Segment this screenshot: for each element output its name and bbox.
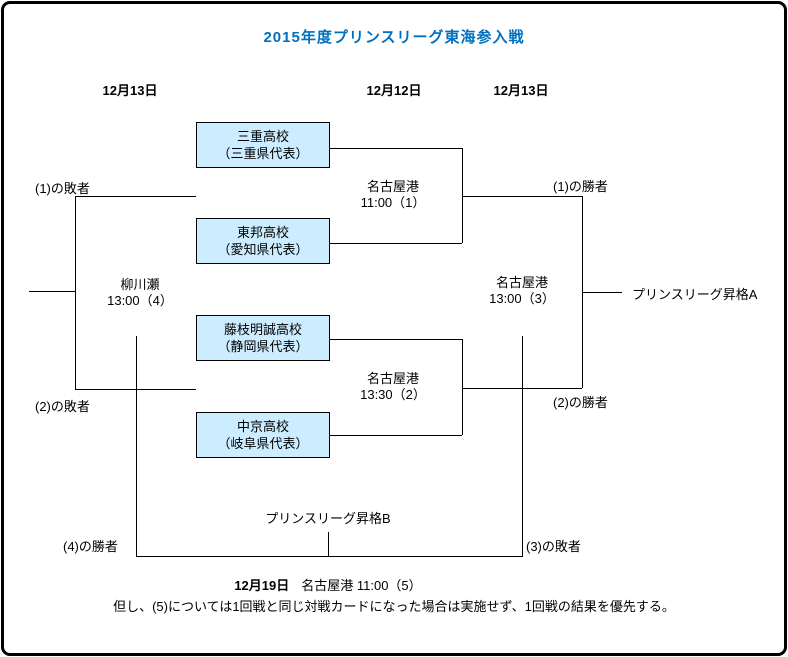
date-header-middle: 12月12日 xyxy=(366,83,422,98)
team-name: 藤枝明誠高校 xyxy=(223,322,302,337)
label-loser-of-2: (2)の敗者 xyxy=(35,399,90,414)
line-match1-winner xyxy=(462,196,582,197)
line-loser2-feed xyxy=(75,389,196,390)
match-4-info: 柳川瀬 13:00（4） xyxy=(80,277,200,309)
page-title: 2015年度プリンスリーグ東海参入戦 xyxy=(263,29,525,46)
line-match4-winner xyxy=(29,291,75,292)
label-winner-of-4: (4)の勝者 xyxy=(63,539,118,554)
label-promotion-a: プリンスリーグ昇格A xyxy=(632,287,758,302)
line-team4-out xyxy=(330,435,462,436)
team-prefecture: （三重県代表） xyxy=(217,146,309,161)
match-venue: 柳川瀬 xyxy=(120,277,160,292)
label-promotion-b: プリンスリーグ昇格B xyxy=(265,511,391,526)
team-box-chukyo: 中京高校 （岐阜県代表） xyxy=(196,412,330,458)
match-time: 13:00（4） xyxy=(107,293,173,308)
line-match1-vertical xyxy=(462,148,463,243)
team-box-mie: 三重高校 （三重県代表） xyxy=(196,122,330,168)
line-match5-tick xyxy=(328,532,329,556)
team-name: 東邦高校 xyxy=(236,225,289,240)
team-prefecture: （岐阜県代表） xyxy=(217,436,309,451)
match-time: 11:00（1） xyxy=(360,195,426,210)
date-header-left: 12月13日 xyxy=(102,83,158,98)
team-prefecture: （静岡県代表） xyxy=(217,339,309,354)
team-box-fujieda-meisei: 藤枝明誠高校 （静岡県代表） xyxy=(196,315,330,361)
line-team2-out xyxy=(330,243,462,244)
team-name: 三重高校 xyxy=(236,129,289,144)
line-loser1-feed xyxy=(75,196,196,197)
line-team3-out xyxy=(330,339,462,340)
footnote: 但し、(5)については1回戦と同じ対戦カードになった場合は実施せず、1回戦の結果… xyxy=(113,599,675,614)
line-winner4-drop xyxy=(136,336,137,556)
match-1-info: 名古屋港 11:00（1） xyxy=(333,179,453,211)
match-5-info: 12月19日名古屋港 11:00（5） xyxy=(128,575,528,594)
label-loser-of-1: (1)の敗者 xyxy=(35,181,90,196)
team-box-toho: 東邦高校 （愛知県代表） xyxy=(196,218,330,264)
line-team1-out xyxy=(330,148,462,149)
match-2-info: 名古屋港 13:30（2） xyxy=(333,371,453,403)
line-match2-vertical xyxy=(462,339,463,435)
team-name: 中京高校 xyxy=(236,419,289,434)
line-loser3-drop xyxy=(522,336,523,556)
date-header-right: 12月13日 xyxy=(493,83,549,98)
label-winner-of-1: (1)の勝者 xyxy=(553,179,608,194)
match-3-info: 名古屋港 13:00（3） xyxy=(462,275,582,307)
line-match5 xyxy=(136,556,523,557)
match-5-date: 12月19日 xyxy=(234,578,290,593)
match-5-details: 名古屋港 11:00（5） xyxy=(301,578,422,593)
label-winner-of-2: (2)の勝者 xyxy=(553,395,608,410)
match-time: 13:30（2） xyxy=(360,387,426,402)
match-venue: 名古屋港 xyxy=(495,275,548,290)
match-venue: 名古屋港 xyxy=(366,371,419,386)
match-time: 13:00（3） xyxy=(489,291,555,306)
label-loser-of-3: (3)の敗者 xyxy=(526,539,581,554)
line-match4-vertical xyxy=(75,196,76,389)
line-match3-winner xyxy=(582,292,622,293)
match-venue: 名古屋港 xyxy=(366,179,419,194)
team-prefecture: （愛知県代表） xyxy=(217,242,309,257)
